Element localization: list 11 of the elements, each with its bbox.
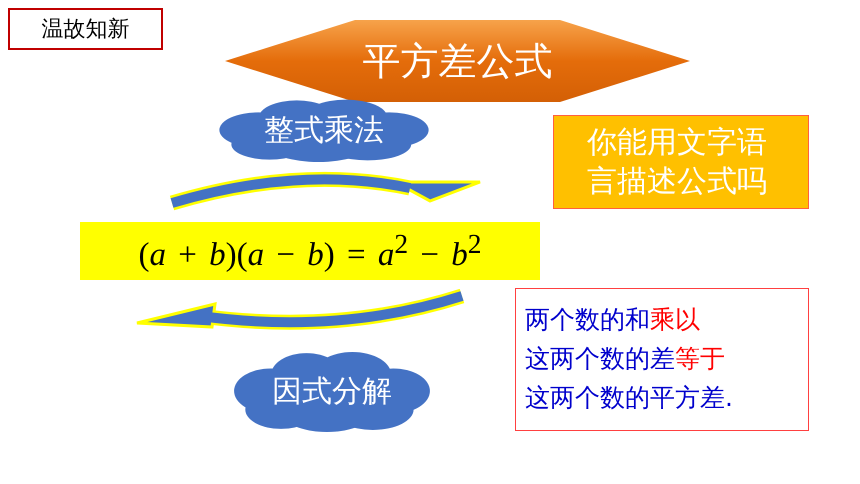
label-text: 温故知新	[42, 16, 130, 44]
definition-box	[515, 288, 809, 431]
label-text: 你能用文字语言描述公式吗	[587, 124, 768, 201]
formula-box	[80, 222, 540, 280]
label-text: 平方差公式	[362, 38, 552, 84]
title-box	[8, 8, 163, 50]
label-text: 因式分解	[272, 372, 392, 410]
question-box	[553, 115, 809, 209]
definition-text: 两个数的和乘以 这两个数的差等于 这两个数的平方差.	[525, 304, 734, 414]
label-text: (a + b)(a − b) = a$^{2}$ − b$^{2}$	[138, 228, 482, 274]
label-text: 整式乘法	[264, 112, 384, 150]
